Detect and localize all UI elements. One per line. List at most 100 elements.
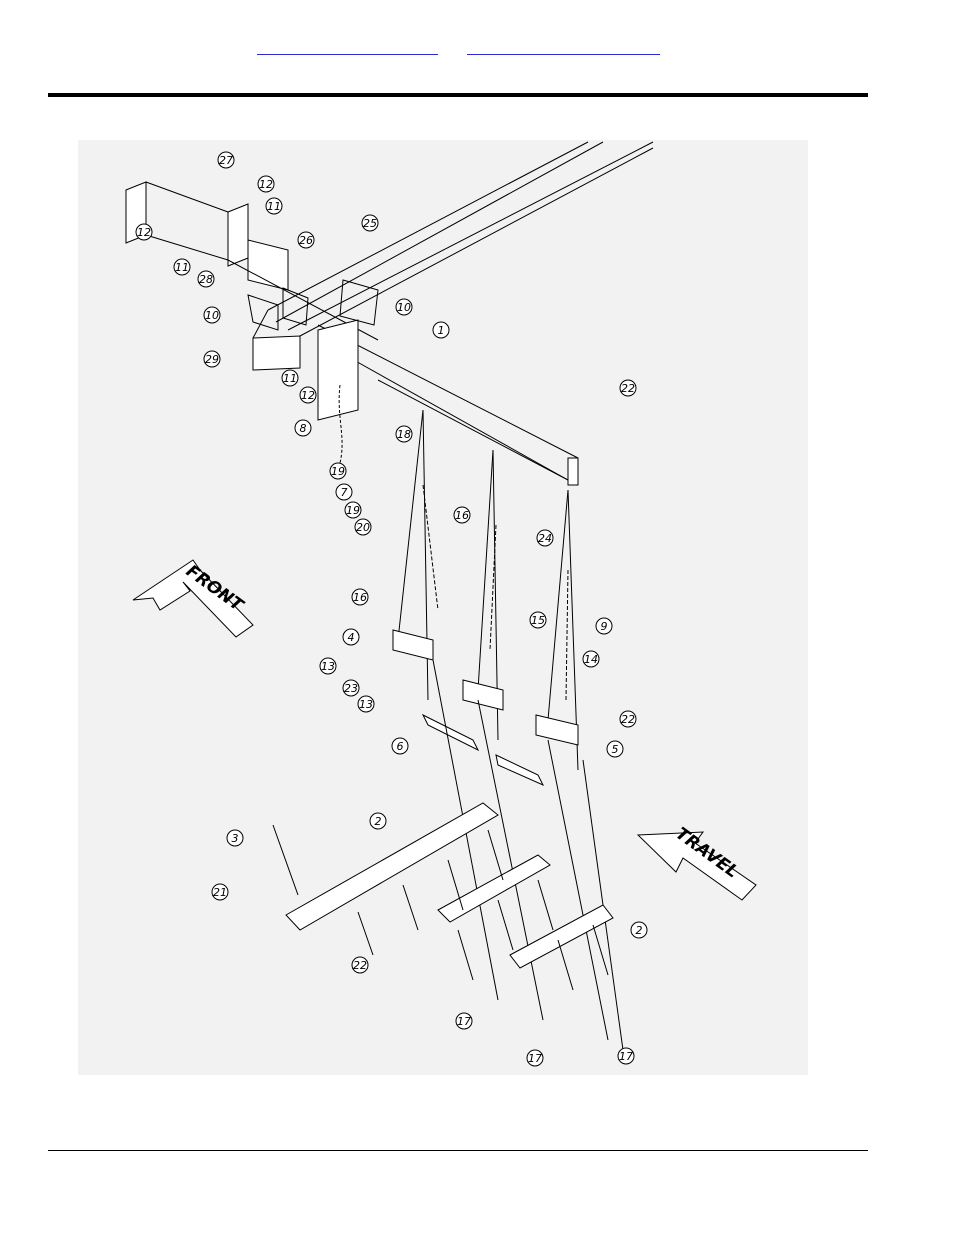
callout-33: 5 — [606, 740, 624, 758]
callout-circle — [257, 175, 275, 193]
header-link-1[interactable] — [257, 44, 438, 55]
callout-circle — [582, 650, 600, 668]
callout-circle — [211, 883, 229, 901]
callout-11: 29 — [203, 350, 221, 368]
callout-number: 13 — [321, 660, 335, 673]
callout-number: 23 — [344, 682, 358, 695]
callout-34: 6 — [391, 737, 409, 755]
callout-number: 16 — [455, 509, 469, 522]
callout-circle — [217, 151, 235, 169]
callout-31: 22 — [619, 710, 637, 728]
callout-number: 2 — [375, 815, 382, 828]
callout-circle — [526, 1049, 544, 1067]
footer-rule — [48, 1150, 868, 1151]
callout-8: 25 — [361, 214, 379, 232]
callout-number: 17 — [619, 1050, 633, 1063]
callout-22: 16 — [453, 506, 471, 524]
callout-circle — [294, 419, 312, 437]
callout-number: 12 — [301, 389, 315, 402]
callout-42: 17 — [617, 1047, 635, 1065]
callout-18: 19 — [329, 462, 347, 480]
callout-circle — [619, 379, 637, 397]
hitch-tube — [125, 181, 379, 341]
callout-circle — [595, 617, 613, 635]
callout-30: 23 — [342, 679, 360, 697]
long-lines — [432, 659, 624, 1051]
callout-32: 13 — [357, 695, 375, 713]
callout-circle — [432, 321, 450, 339]
callout-circle — [342, 679, 360, 697]
callout-circle — [395, 425, 413, 443]
callout-circle — [203, 350, 221, 368]
callout-36: 3 — [226, 829, 244, 847]
callout-circle — [344, 501, 362, 519]
callout-number: 14 — [584, 653, 598, 666]
callout-2: 12 — [257, 175, 275, 193]
callout-15: 22 — [619, 379, 637, 397]
callout-number: 12 — [259, 178, 273, 191]
callout-circle — [197, 270, 215, 288]
chain-left — [337, 384, 343, 471]
header-link-2[interactable] — [467, 44, 660, 55]
front-arrow: FRONT — [132, 559, 254, 638]
callout-40: 17 — [455, 1012, 473, 1030]
callout-number: 2 — [636, 924, 643, 937]
callout-circle — [299, 386, 317, 404]
callout-circle — [281, 369, 299, 387]
callout-circle — [455, 1012, 473, 1030]
callout-37: 21 — [211, 883, 229, 901]
callout-circle — [357, 695, 375, 713]
callout-circle — [173, 258, 191, 276]
chains — [422, 484, 569, 701]
callout-number: 4 — [348, 631, 355, 644]
u-bolts — [247, 279, 379, 331]
callout-number: 5 — [612, 743, 619, 756]
callout-number: 19 — [331, 465, 345, 478]
callout-17: 18 — [395, 425, 413, 443]
callout-number: 19 — [346, 504, 360, 517]
callout-28: 13 — [319, 657, 337, 675]
callout-circle — [617, 1047, 635, 1065]
callout-29: 14 — [582, 650, 600, 668]
callout-26: 15 — [529, 611, 547, 629]
callout-number: 10 — [397, 301, 411, 314]
callout-circle — [226, 829, 244, 847]
main-tube — [252, 141, 654, 371]
callout-number: 9 — [601, 620, 608, 633]
callout-24: 16 — [351, 588, 369, 606]
callout-23: 24 — [536, 529, 554, 547]
callout-number: 15 — [531, 614, 545, 627]
callout-number: 22 — [621, 713, 635, 726]
callout-number: 16 — [353, 591, 367, 604]
callout-circle — [536, 529, 554, 547]
callout-circle — [265, 197, 283, 215]
callout-circle — [203, 306, 221, 324]
callout-7: 26 — [297, 231, 315, 249]
callout-circle — [335, 483, 353, 501]
callout-number: 24 — [538, 532, 552, 545]
callout-number: 17 — [528, 1052, 542, 1065]
callout-number: 11 — [283, 372, 297, 385]
callout-circle — [351, 588, 369, 606]
callout-circle — [351, 956, 369, 974]
callout-20: 19 — [344, 501, 362, 519]
callout-41: 17 — [526, 1049, 544, 1067]
callout-circle — [361, 214, 379, 232]
callout-38: 2 — [630, 921, 648, 939]
callout-circle — [319, 657, 337, 675]
callout-10: 10 — [395, 298, 413, 316]
tines — [272, 824, 609, 991]
callout-circle — [342, 628, 360, 646]
callout-number: 12 — [137, 226, 151, 239]
callout-circle — [354, 518, 372, 536]
travel-arrow: TRAVEL — [636, 824, 757, 901]
callout-circle — [453, 506, 471, 524]
callout-circle — [297, 231, 315, 249]
callout-number: 20 — [356, 521, 370, 534]
callout-circle — [630, 921, 648, 939]
callout-number: 29 — [205, 353, 219, 366]
callout-13: 11 — [281, 369, 299, 387]
callout-number: 11 — [267, 200, 281, 213]
callout-circle — [619, 710, 637, 728]
